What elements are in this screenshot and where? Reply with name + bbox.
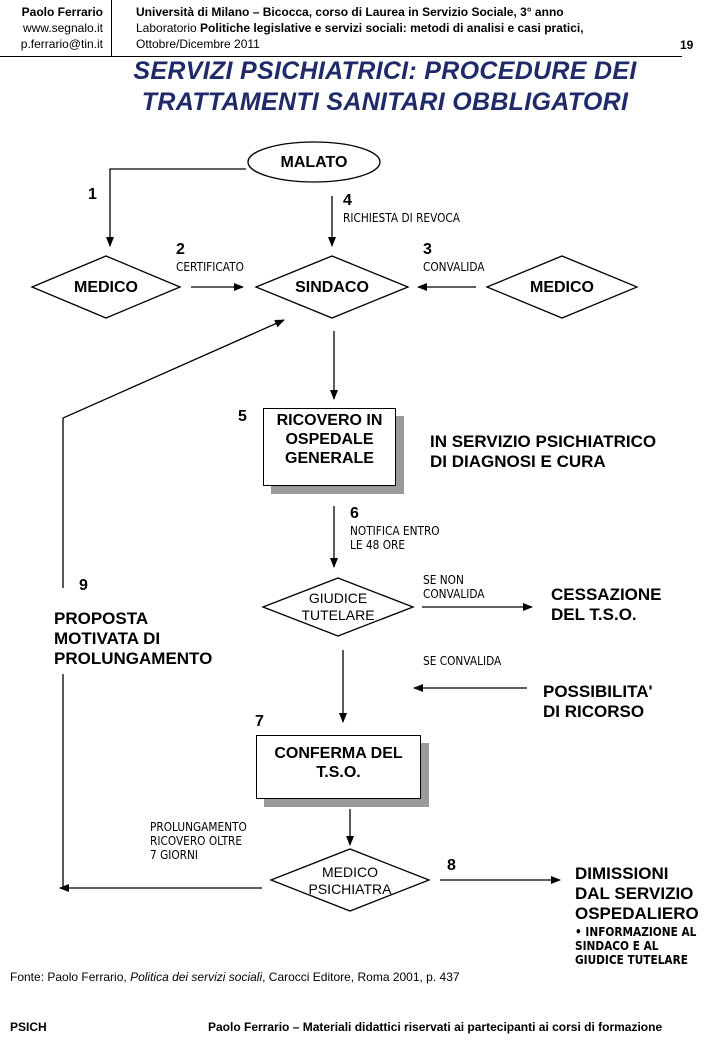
ricovero-node: RICOVERO IN OSPEDALE GENERALE: [263, 408, 396, 486]
source-prefix: Fonte: Paolo Ferrario,: [10, 970, 131, 984]
medico-psichiatra-line-1: MEDICO: [322, 864, 378, 880]
giudice-line-2: TUTELARE: [301, 607, 375, 623]
arrow-9-loop-up: [62, 319, 285, 588]
step-4-label: RICHIESTA DI REVOCA: [343, 211, 461, 225]
ricovero-line-2: OSPEDALE: [285, 431, 374, 448]
header-lab-line: Laboratorio Politiche legislative e serv…: [136, 20, 696, 36]
step-5-number: 5: [238, 408, 247, 425]
medico-psichiatra-node-shape: [269, 848, 431, 912]
se-non-convalida-line-2: CONVALIDA: [423, 587, 485, 601]
header-website[interactable]: www.segnalo.it: [22, 21, 103, 35]
malato-node: MALATO: [280, 154, 348, 171]
medico-right-node: MEDICO: [530, 279, 594, 296]
step-8-number: 8: [447, 857, 456, 874]
step-4-number: 4: [343, 192, 352, 209]
dimissioni-note-line-1: • INFORMAZIONE AL: [575, 925, 697, 939]
dimissioni-note: • INFORMAZIONE AL SINDACO E AL GIUDICE T…: [575, 925, 696, 967]
step-2-label: CERTIFICATO: [176, 260, 244, 274]
header-email[interactable]: p.ferrario@tin.it: [20, 37, 103, 51]
ricorso-line-2: DI RICORSO: [543, 702, 645, 721]
se-non-convalida-label: SE NON CONVALIDA: [423, 573, 485, 601]
ricorso-node: POSSIBILITA' DI RICORSO: [543, 682, 653, 722]
medico-psichiatra-node: MEDICO PSICHIATRA: [300, 864, 400, 898]
step-3-number: 3: [423, 241, 432, 258]
medico-right-node-shape: [485, 255, 639, 319]
prolungamento-label: PROLUNGAMENTO RICOVERO OLTRE 7 GIORNI: [150, 820, 247, 862]
footer-code: PSICH: [10, 1020, 47, 1034]
ricorso-line-1: POSSIBILITA': [543, 682, 653, 701]
header-course-line: Università di Milano – Bicocca, corso di…: [136, 5, 564, 19]
page-title: SERVIZI PSICHIATRICI: PROCEDURE DEI TRAT…: [60, 56, 710, 118]
prolungamento-line-3: 7 GIORNI: [150, 848, 199, 862]
header-divider-vertical: [111, 0, 112, 56]
header-divider-horizontal: [0, 56, 682, 57]
header-period: Ottobre/Dicembre 2011: [136, 37, 260, 51]
giudice-node-shape: [261, 577, 415, 637]
step-6-label-line-2: LE 48 ORE: [350, 538, 406, 552]
title-line-2: TRATTAMENTI SANITARI OBBLIGATORI: [141, 88, 629, 116]
medico-psichiatra-line-2: PSICHIATRA: [308, 881, 392, 897]
step-6-label: NOTIFICA ENTRO LE 48 ORE: [350, 524, 440, 552]
arrow-prolungamento: [60, 674, 64, 889]
source-suffix: , Carocci Editore, Roma 2001, p. 437: [262, 970, 460, 984]
header-lab-prefix: Laboratorio: [136, 21, 201, 35]
step-7-number: 7: [255, 713, 264, 730]
arrow-1: [106, 168, 246, 247]
step-3-label: CONVALIDA: [423, 260, 485, 274]
step-6-label-line-1: NOTIFICA ENTRO: [350, 524, 440, 538]
header-author-block: Paolo Ferrario www.segnalo.it p.ferrario…: [8, 4, 103, 52]
step-1-number: 1: [88, 186, 97, 203]
step-9-number: 9: [79, 577, 88, 594]
cessazione-node: CESSAZIONE DEL T.S.O.: [551, 585, 662, 625]
prolungamento-line-1: PROLUNGAMENTO: [150, 820, 247, 834]
conferma-line-2: T.S.O.: [316, 764, 361, 781]
proposta-node: PROPOSTA MOTIVATA DI PROLUNGAMENTO: [54, 609, 212, 669]
cessazione-line-2: DEL T.S.O.: [551, 605, 637, 624]
giudice-node: GIUDICE TUTELARE: [288, 590, 388, 624]
step-2-number: 2: [176, 241, 185, 258]
se-convalida-label: SE CONVALIDA: [423, 654, 502, 668]
giudice-line-1: GIUDICE: [308, 590, 368, 606]
servizio-note-line-2: DI DIAGNOSI E CURA: [430, 452, 606, 471]
footer-note: Paolo Ferrario – Materiali didattici ris…: [208, 1020, 663, 1034]
proposta-line-1: PROPOSTA: [54, 609, 149, 628]
ricovero-line-1: RICOVERO IN: [276, 412, 383, 429]
medico-left-node: MEDICO: [74, 279, 138, 296]
conferma-line-1: CONFERMA DEL: [274, 745, 403, 762]
proposta-line-3: PROLUNGAMENTO: [54, 649, 213, 668]
dimissioni-note-line-3: GIUDICE TUTELARE: [575, 953, 688, 967]
dimissioni-line-1: DIMISSIONI: [575, 864, 669, 883]
servizio-note: IN SERVIZIO PSICHIATRICO DI DIAGNOSI E C…: [430, 432, 656, 472]
conferma-node: CONFERMA DEL T.S.O.: [256, 735, 421, 799]
se-non-convalida-line-1: SE NON: [423, 573, 464, 587]
medico-left-node-shape: [30, 255, 182, 319]
source-citation: Fonte: Paolo Ferrario, Politica dei serv…: [10, 970, 460, 984]
dimissioni-line-3: OSPEDALIERO: [575, 904, 699, 923]
proposta-line-2: MOTIVATA DI: [54, 629, 161, 648]
step-6-number: 6: [350, 505, 359, 522]
dimissioni-line-2: DAL SERVIZIO: [575, 884, 694, 903]
malato-node-shape: [247, 141, 381, 183]
header-course-block: Università di Milano – Bicocca, corso di…: [136, 4, 696, 52]
header-author: Paolo Ferrario: [21, 5, 103, 19]
source-book-title: Politica dei servizi sociali: [130, 970, 263, 984]
prolungamento-line-2: RICOVERO OLTRE: [150, 834, 243, 848]
sindaco-node-shape: [254, 255, 410, 319]
title-line-1: SERVIZI PSICHIATRICI: PROCEDURE DEI: [133, 57, 637, 85]
sindaco-node: SINDACO: [295, 279, 369, 296]
servizio-note-line-1: IN SERVIZIO PSICHIATRICO: [430, 432, 657, 451]
cessazione-line-1: CESSAZIONE: [551, 585, 662, 604]
page-number: 19: [680, 38, 694, 52]
dimissioni-node: DIMISSIONI DAL SERVIZIO OSPEDALIERO: [575, 864, 699, 924]
header-lab-title: Politiche legislative e servizi sociali:…: [200, 21, 584, 35]
ricovero-line-3: GENERALE: [285, 450, 374, 467]
dimissioni-note-line-2: SINDACO E AL: [575, 939, 659, 953]
